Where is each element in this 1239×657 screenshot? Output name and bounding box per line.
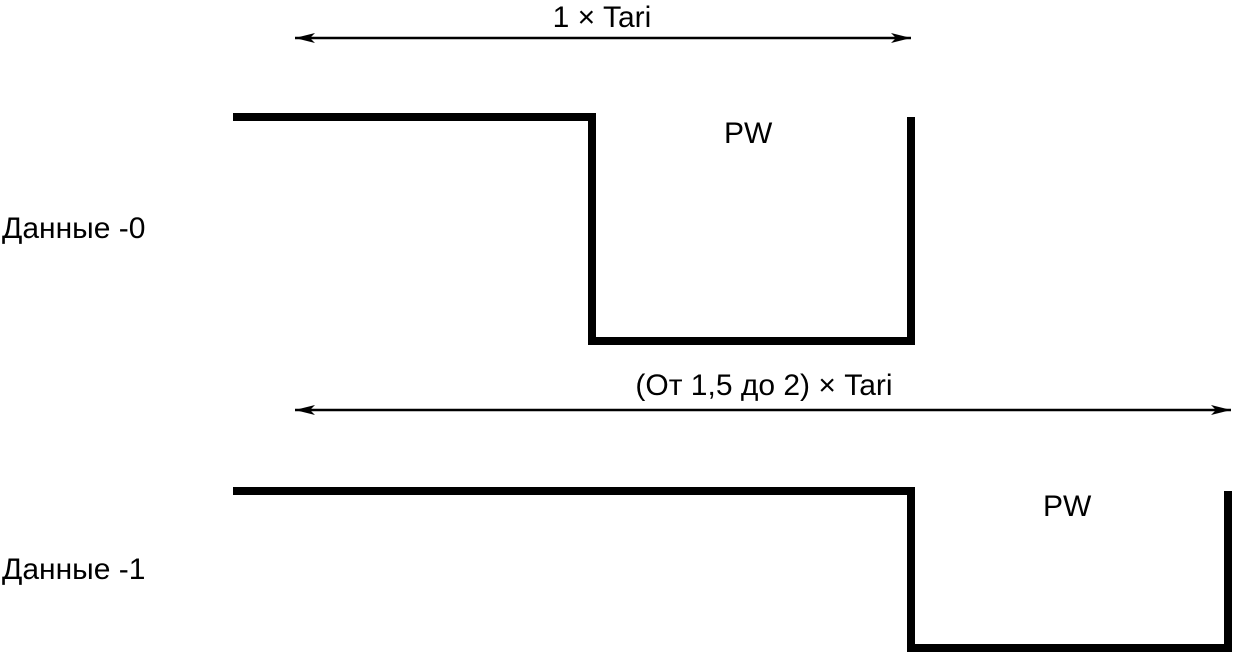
dimension-label-tari: 1 × Tari <box>552 1 652 34</box>
pulse-width-label-data-0: PW <box>724 117 773 150</box>
dimension-label-data-1: (От 1,5 до 2) × Tari <box>635 369 893 402</box>
row-label-data-1: Данные -1 <box>2 553 146 586</box>
waveform-data-1 <box>233 487 1232 652</box>
row-label-data-0: Данные -0 <box>2 212 146 245</box>
pulse-width-label-data-1: PW <box>1043 490 1092 523</box>
waveform-data-0 <box>233 113 915 345</box>
